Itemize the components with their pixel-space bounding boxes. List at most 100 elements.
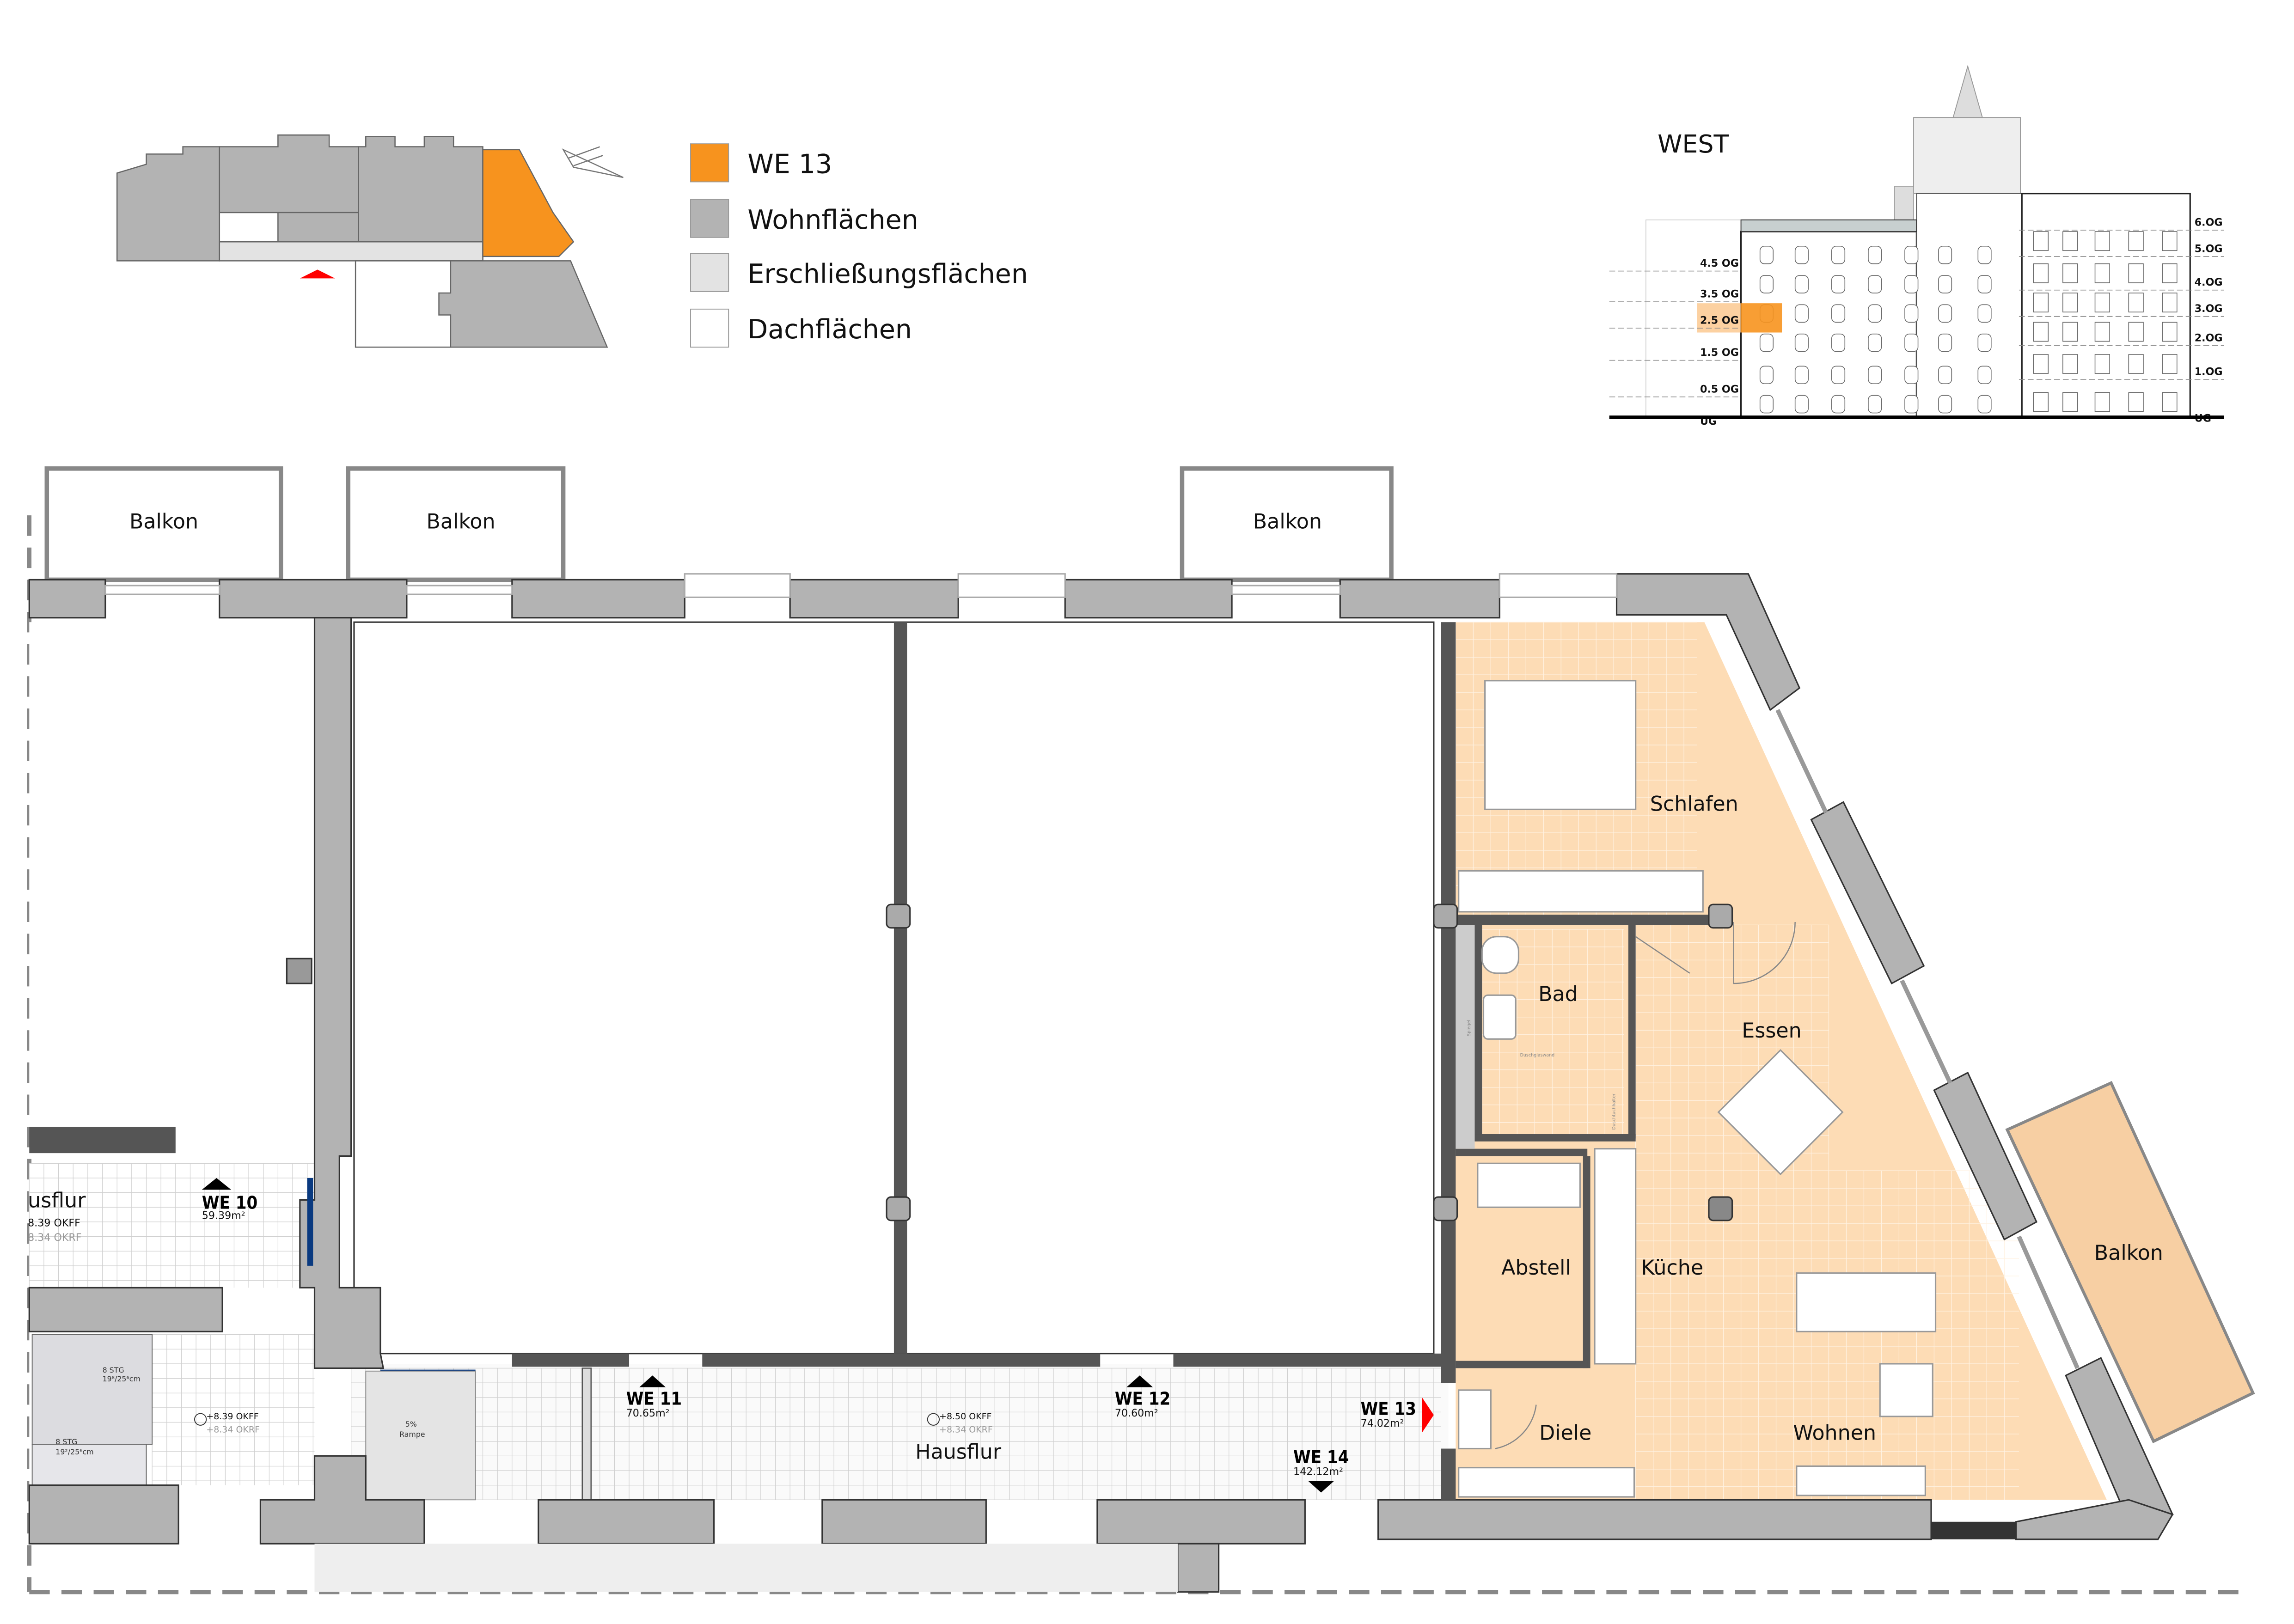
unit-name: WE 11 — [626, 1389, 682, 1409]
unit-area: 59.39m² — [202, 1210, 245, 1222]
arrow-up-icon — [202, 1178, 232, 1190]
staircase — [31, 1334, 153, 1486]
sill — [1931, 1521, 2016, 1539]
window — [1977, 275, 1992, 293]
window — [2033, 293, 2049, 312]
keyplan-block — [116, 146, 220, 262]
door-frame-blue — [307, 1178, 313, 1266]
legend-label-wohnflaechen: Wohnflächen — [747, 205, 918, 235]
facade-tower — [1916, 193, 2023, 418]
shaft — [286, 958, 312, 984]
label-spiegel: Spiegel — [1467, 1020, 1472, 1036]
column — [1708, 1196, 1733, 1221]
window — [2094, 322, 2110, 342]
unit-area: 70.65m² — [626, 1407, 670, 1419]
window — [2033, 231, 2049, 251]
unit-room-left — [29, 622, 322, 1127]
window — [1868, 333, 1882, 352]
tile-grid — [29, 1163, 1441, 1500]
balcony — [346, 466, 566, 582]
window — [1831, 245, 1846, 264]
level-label-right: 5.OG — [2195, 243, 2223, 255]
level-label-left: 0.5 OG — [1700, 383, 1739, 395]
window — [1831, 304, 1846, 323]
keyplan-entrance-marker — [300, 269, 335, 279]
window — [1794, 304, 1809, 323]
window — [2128, 354, 2144, 374]
window — [1831, 275, 1846, 293]
window — [1831, 333, 1846, 352]
window — [2062, 231, 2078, 251]
unit-marker-we12: WE 12 70.60m² — [1115, 1375, 1170, 1419]
windows-top — [104, 573, 1618, 598]
unit-area: 70.60m² — [1115, 1407, 1158, 1419]
window — [2128, 322, 2144, 342]
window — [1831, 395, 1846, 414]
legend-swatch-erschliessung — [690, 253, 729, 292]
level-okff-hall: +8.50 OKFF — [939, 1411, 991, 1422]
balconies-top — [44, 466, 1394, 582]
window — [1759, 395, 1774, 414]
window — [2033, 392, 2049, 412]
partition-wall — [893, 622, 907, 1354]
keyplan-roof — [355, 260, 452, 348]
column — [1433, 1196, 1458, 1221]
window — [2094, 392, 2110, 412]
level-highlight — [1697, 303, 1741, 333]
toilet — [1481, 936, 1520, 974]
stair-lower-steps: 8 STG — [55, 1437, 77, 1446]
window — [2094, 354, 2110, 374]
unit-marker-we11: WE 11 70.65m² — [626, 1375, 682, 1419]
window — [1904, 395, 1919, 414]
bed — [1484, 680, 1637, 810]
column — [886, 1196, 911, 1221]
we13-walls — [1441, 622, 1719, 1500]
window — [1759, 245, 1774, 264]
level-label-left: 3.5 OG — [1700, 288, 1739, 300]
column — [1433, 904, 1458, 929]
window — [2128, 293, 2144, 312]
window — [1977, 366, 1992, 385]
window — [2062, 392, 2078, 412]
stair-upper-dim: 19⁸/25⁶cm — [103, 1374, 141, 1383]
structural-wall — [299, 617, 385, 1369]
room-label-balkon: Balkon — [129, 510, 198, 534]
wardrobe — [1458, 870, 1704, 913]
level-label-left: 1.5 OG — [1700, 347, 1739, 359]
window — [1904, 366, 1919, 385]
arrow-down-icon — [1308, 1481, 1334, 1493]
window — [1868, 275, 1882, 293]
room-label-essen: Essen — [1742, 1019, 1801, 1043]
window — [1904, 275, 1919, 293]
window — [1977, 304, 1992, 323]
column — [1708, 904, 1733, 929]
window — [2062, 293, 2078, 312]
window — [1938, 333, 1952, 352]
legend: WE 13 Wohnflächen Erschließungsflächen D… — [690, 143, 1028, 348]
shaft — [1456, 925, 1475, 1149]
window — [2128, 231, 2144, 251]
window — [1904, 333, 1919, 352]
room-label-balkon: Balkon — [1253, 510, 1322, 534]
legend-label-we13: WE 13 — [747, 149, 832, 179]
window — [1759, 333, 1774, 352]
window — [1868, 245, 1882, 264]
window — [2128, 392, 2144, 412]
label-duschtuchhalter: Duschtuchhalter — [1611, 1093, 1616, 1129]
inner-wall — [702, 1353, 1101, 1367]
level-lines: 4.5 OG3.5 OG2.5 OG1.5 OG0.5 OGUG6.OG5.OG… — [1609, 216, 2224, 427]
room-label-hausflur: Hausflur — [915, 1441, 1002, 1464]
hausflur-floor — [351, 1363, 1449, 1500]
unit-marker-we13: WE 13 74.02m² — [1361, 1397, 1434, 1433]
facade-wall-top — [28, 573, 1801, 711]
sideboard — [1796, 1465, 1926, 1496]
tile-grid — [1455, 622, 2019, 1500]
window — [2162, 293, 2178, 312]
window — [1794, 366, 1809, 385]
dining-table — [1717, 1049, 1844, 1176]
legend-label-erschliessung: Erschließungsflächen — [747, 259, 1028, 289]
entry-door[interactable] — [1458, 1389, 1492, 1450]
roof-left — [1740, 219, 1917, 232]
window — [2162, 392, 2178, 412]
